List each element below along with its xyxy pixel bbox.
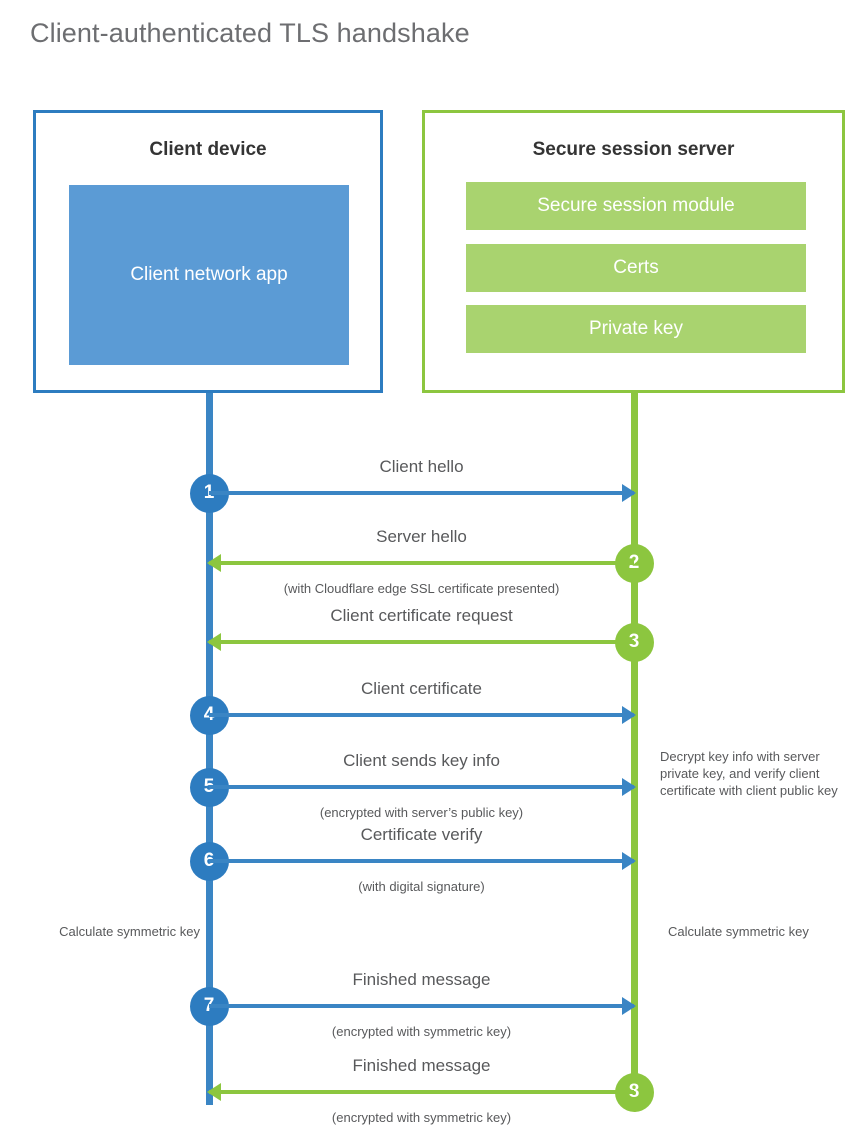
client-device-box: Client device Client network app [33, 110, 383, 393]
step-label-2: Server hello [376, 527, 467, 546]
arrow-shaft-7 [209, 1004, 634, 1008]
arrow-head-6 [622, 852, 636, 870]
step-label-6: Certificate verify [360, 825, 483, 844]
arrow-shaft-5 [209, 785, 634, 789]
client-device-title: Client device [149, 139, 267, 160]
step-label-7: Finished message [352, 970, 491, 989]
secure-session-server-title: Secure session server [532, 139, 735, 160]
arrow-head-8 [207, 1083, 221, 1101]
step-label-4: Client certificate [361, 679, 482, 698]
arrow-head-1 [622, 484, 636, 502]
arrow-head-5 [622, 778, 636, 796]
note-calculate-symmetric-key-client: Calculate symmetric key [59, 924, 200, 939]
arrow-head-3 [207, 633, 221, 651]
arrow-shaft-1 [209, 491, 634, 495]
arrow-shaft-3 [209, 640, 634, 644]
arrow-shaft-4 [209, 713, 634, 717]
step-label-8: Finished message [352, 1056, 491, 1075]
page-title: Client-authenticated TLS handshake [30, 18, 470, 48]
server-component-certs: Certs [466, 244, 806, 292]
arrow-shaft-2 [209, 561, 634, 565]
note-decrypt-key-info: Decrypt key info with server private key… [660, 749, 838, 798]
arrow-shaft-6 [209, 859, 634, 863]
arrow-head-2 [207, 554, 221, 572]
secure-session-server-box: Secure session server Secure session mod… [422, 110, 845, 393]
step-sublabel-7: (encrypted with symmetric key) [331, 1024, 512, 1039]
step-sublabel-8: (encrypted with symmetric key) [331, 1110, 512, 1125]
arrow-shaft-8 [209, 1090, 634, 1094]
client-network-app-block: Client network app [69, 185, 349, 365]
server-component-private-key: Private key [466, 305, 806, 353]
arrow-head-7 [622, 997, 636, 1015]
step-sublabel-5: (encrypted with server’s public key) [319, 805, 524, 820]
note-calculate-symmetric-key-server: Calculate symmetric key [668, 924, 809, 939]
step-sublabel-6: (with digital signature) [358, 879, 485, 894]
step-label-5: Client sends key info [343, 751, 500, 770]
step-label-3: Client certificate request [330, 606, 513, 625]
client-lifeline [206, 393, 213, 1105]
step-label-1: Client hello [379, 457, 464, 476]
server-component-secure-session-module: Secure session module [466, 182, 806, 230]
step-sublabel-2: (with Cloudflare edge SSL certificate pr… [283, 581, 560, 596]
arrow-head-4 [622, 706, 636, 724]
server-lifeline [631, 393, 638, 1093]
